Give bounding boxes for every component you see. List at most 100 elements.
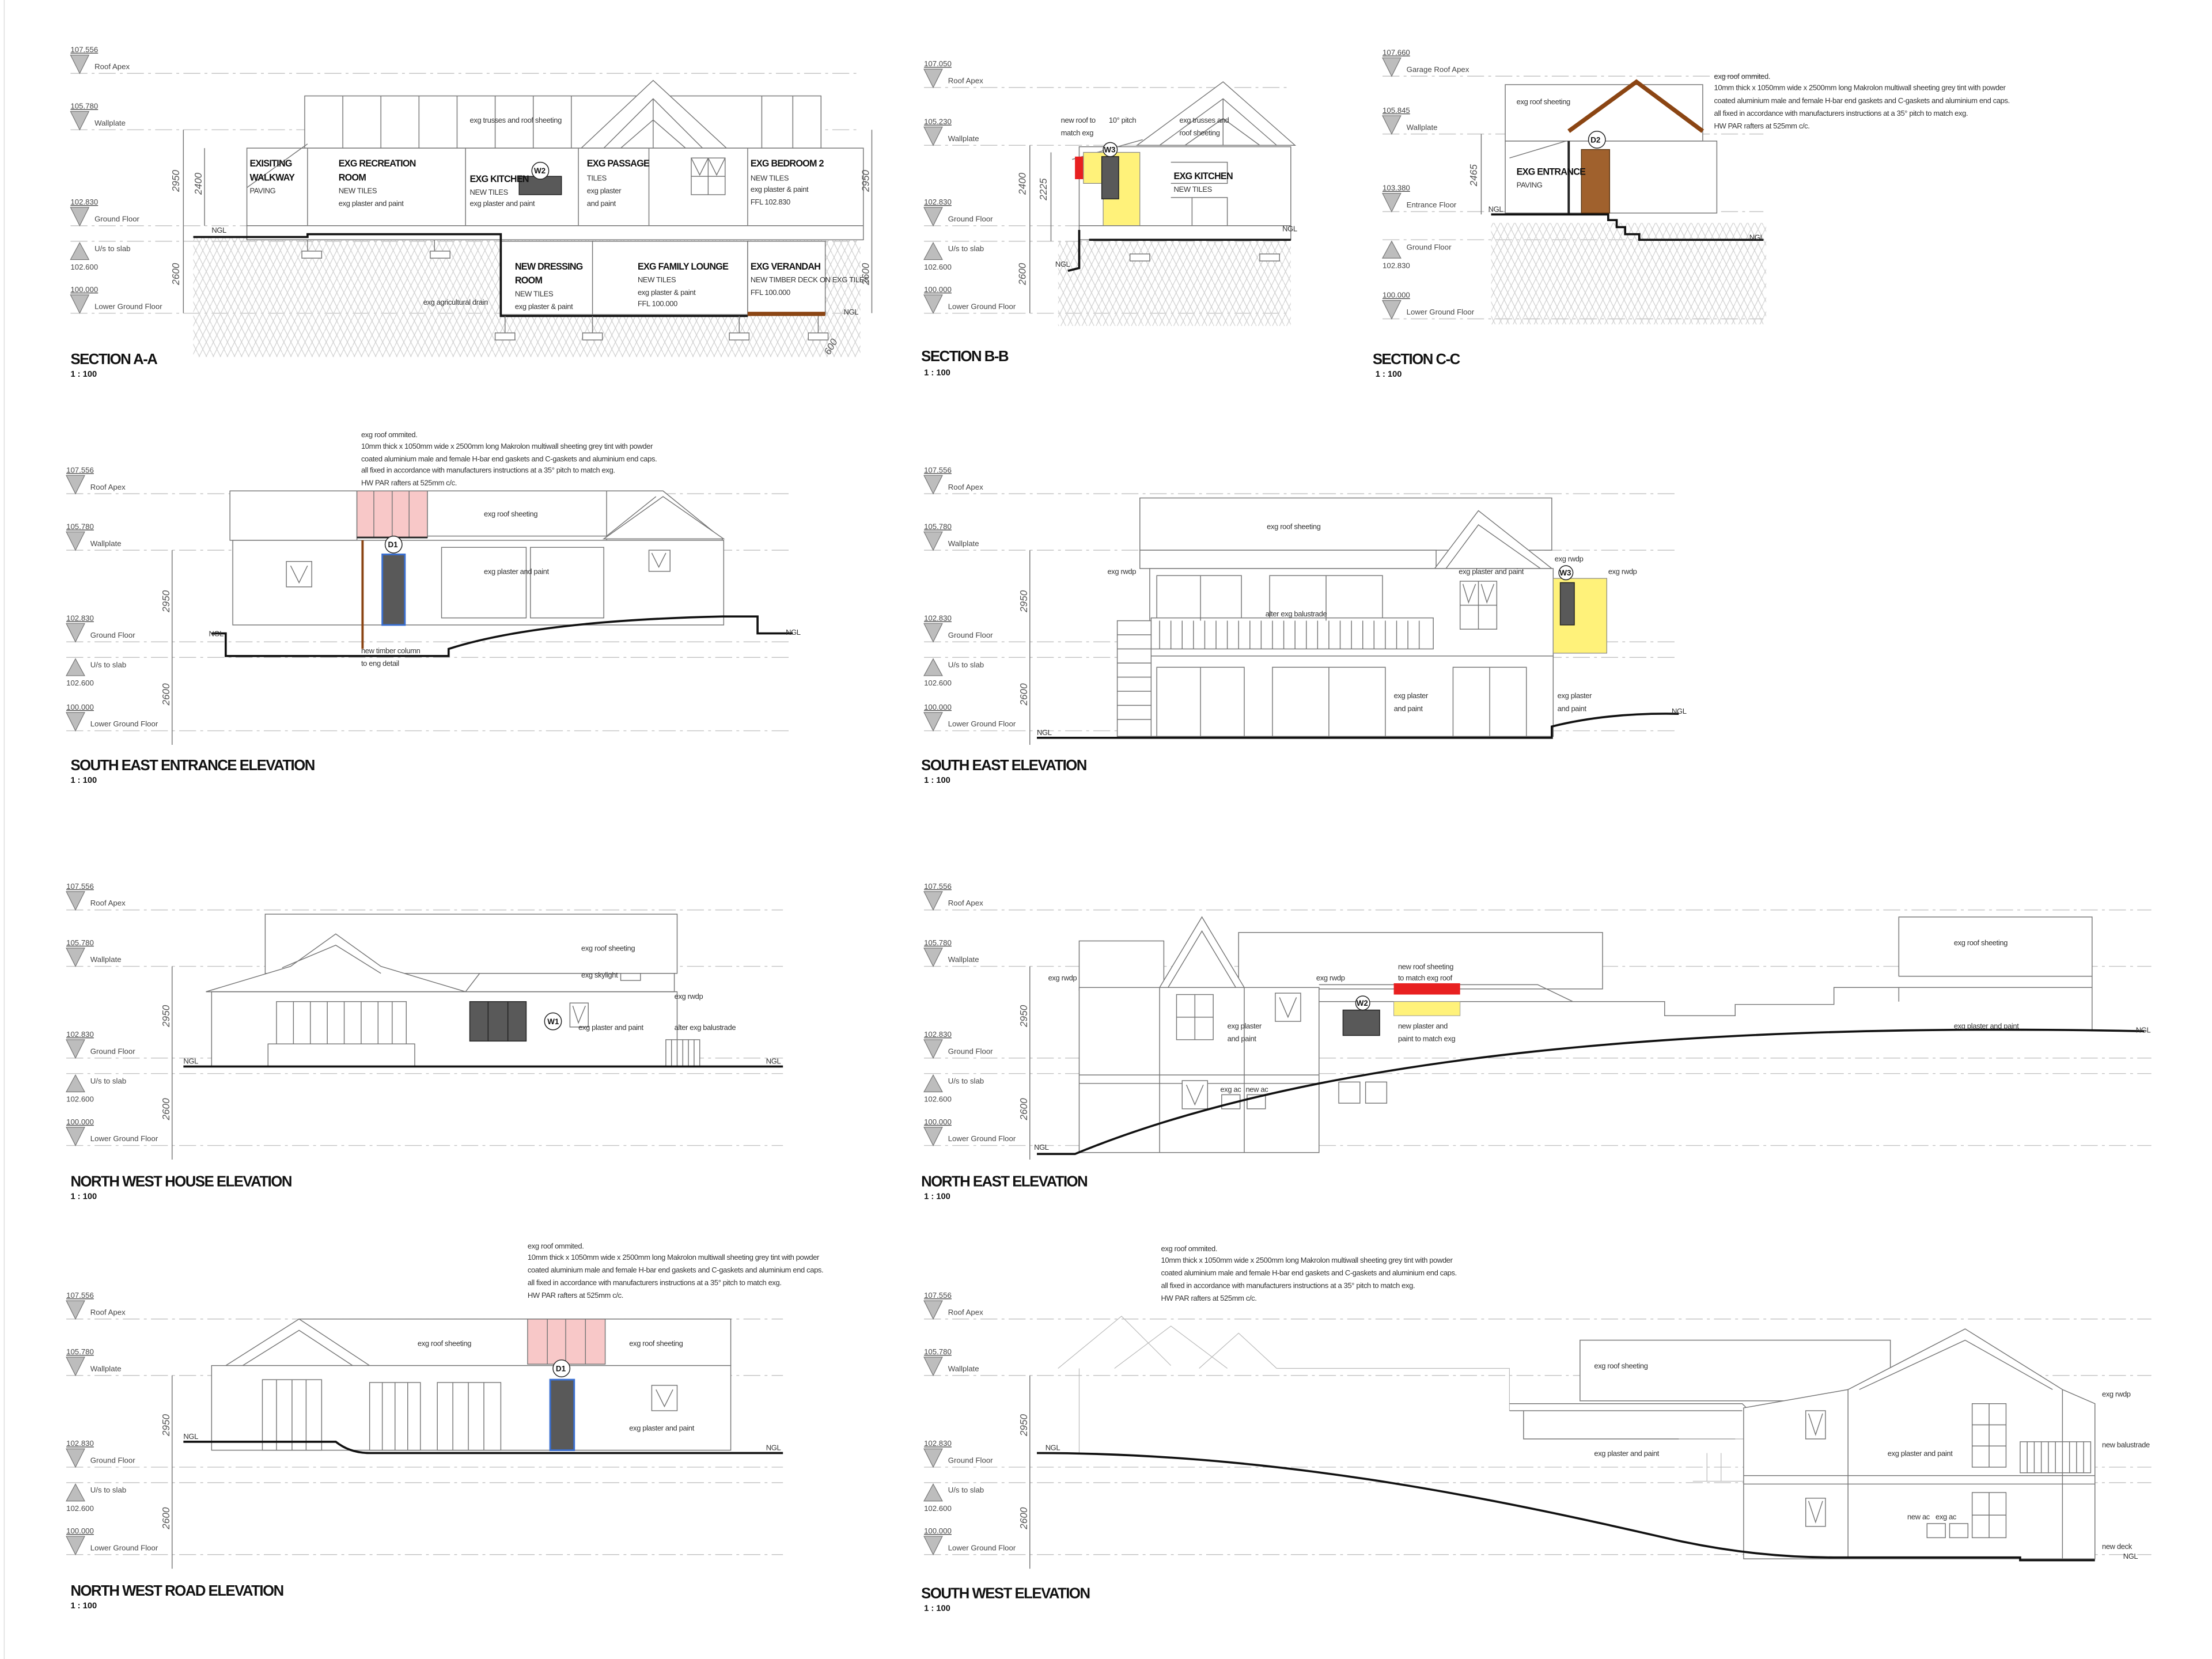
level-triangle-icon [923, 712, 943, 732]
roof-note: exg roof sheeting [1267, 522, 1320, 531]
drawing-scale: 1 : 100 [924, 1604, 950, 1613]
drawing-title: SOUTH EAST ENTRANCE ELEVATION [70, 757, 314, 774]
level-value: 107.660 [1382, 48, 1410, 57]
level-triangle-icon [923, 475, 943, 495]
rwdp-note: exg rwdp [675, 992, 703, 1001]
level-label: Roof Apex [948, 1308, 983, 1316]
new-plaster-note: paint to match exg [1398, 1034, 1456, 1043]
ac-note: exg ac [1936, 1513, 1957, 1521]
dimension: 2950 [1018, 590, 1029, 613]
level-value: 100.000 [66, 703, 94, 711]
level-label: Lower Ground Floor [90, 1134, 158, 1143]
makrolon-note: exg roof ommited. 10mm thick x 1050mm wi… [1714, 72, 2010, 130]
dimension: 2950 [1018, 1005, 1029, 1028]
window-tag-w2: W2 [534, 166, 546, 175]
window-tag-w3: W3 [1559, 569, 1571, 577]
room-note: exg plaster & paint [515, 302, 573, 310]
north-west-house-elevation: W1 exg roof sheeting exg skylight exg rw… [70, 914, 783, 1202]
ngl-label: NGL [766, 1057, 781, 1066]
ac-note: new ac [1245, 1085, 1268, 1094]
level-value: 102.830 [924, 198, 952, 206]
level-label: Ground Floor [90, 1456, 135, 1465]
level-label: Lower Ground Floor [90, 719, 158, 728]
rwdp-note: exg rwdp [1107, 567, 1136, 576]
ngl-label: NGL [211, 226, 226, 234]
level-triangle-icon [66, 1448, 85, 1468]
wall-note: exg plaster and paint [484, 567, 549, 576]
level-value: 102.600 [924, 679, 952, 687]
level-triangle-icon [1382, 115, 1402, 135]
note-line: HW PAR rafters at 525mm c/c. [1161, 1294, 1257, 1302]
level-label: Wallplate [1407, 123, 1438, 131]
level-value: 105.780 [66, 938, 94, 947]
level-label: Lower Ground Floor [948, 1134, 1016, 1143]
level-triangle-icon [66, 1536, 85, 1556]
ngl-label: NGL [1034, 1143, 1049, 1152]
level-value: 102.600 [66, 1095, 94, 1104]
level-label: Ground Floor [948, 631, 993, 639]
ac-note: new ac [1907, 1513, 1930, 1521]
drawing-scale: 1 : 100 [1376, 370, 1402, 379]
level-label: Lower Ground Floor [948, 1543, 1016, 1552]
level-label: Ground Floor [948, 1456, 993, 1465]
roof-note: exg roof sheeting [1594, 1362, 1647, 1370]
rwdp-note: exg rwdp [1048, 974, 1077, 982]
room-name: WALKWAY [249, 172, 295, 183]
level-value: 100.000 [1382, 291, 1410, 300]
window-tag-w3: W3 [1104, 145, 1115, 154]
roof-note: exg trusses and roof sheeting [470, 116, 562, 124]
drawing-scale: 1 : 100 [70, 1192, 97, 1202]
level-label: Wallplate [948, 539, 979, 548]
level-value: 107.556 [66, 1291, 94, 1300]
level-triangle-icon [1382, 57, 1402, 77]
level-value: 107.556 [66, 882, 94, 891]
balustrade-note: alter exg balustrade [675, 1023, 736, 1032]
dimension: 2400 [192, 172, 204, 195]
note-line: coated aluminium male and female H-bar e… [1714, 96, 2010, 105]
level-value: 100.000 [924, 1118, 952, 1126]
level-label: Wallplate [948, 1364, 979, 1373]
level-triangle-icon [1382, 192, 1402, 213]
dimension: 2950 [1018, 1414, 1029, 1437]
roof-note: exg roof sheeting [1517, 97, 1570, 106]
north-east-elevation: W2 exg rwdp exg rwdp new roof sheeting t… [921, 916, 2151, 1202]
rwdp-note: exg rwdp [1608, 567, 1637, 576]
level-triangle-icon [66, 1357, 85, 1377]
room-note: NEW TIMBER DECK ON EXG TILES [751, 275, 869, 284]
level-value: 100.000 [924, 1527, 952, 1535]
room-note: exg plaster & paint [638, 288, 696, 297]
wall-note: and paint [1394, 704, 1423, 713]
dimension: 2600 [1018, 1098, 1029, 1121]
north-west-road-elevation: exg roof ommited. 10mm thick x 1050mm wi… [70, 1241, 823, 1610]
ngl-label: NGL [1055, 260, 1070, 268]
dimension: 2400 [1016, 172, 1028, 195]
level-triangle-icon [923, 1483, 943, 1502]
makrolon-note: exg roof ommited. 10mm thick x 1050mm wi… [1161, 1244, 1457, 1302]
level-label: Ground Floor [90, 631, 135, 639]
ngl-label: NGL [843, 308, 858, 316]
level-value: 102.600 [924, 1504, 952, 1513]
level-label: Lower Ground Floor [94, 302, 162, 310]
wall-note: exg plaster and paint [1594, 1449, 1659, 1457]
level-triangle-icon [923, 1039, 943, 1059]
note-line: exg roof ommited. [361, 430, 418, 439]
dimension: 2950 [160, 1414, 172, 1437]
level-triangle-icon [70, 54, 90, 74]
dimension: 2600 [860, 263, 872, 286]
level-label: U/s to slab [90, 1077, 126, 1085]
section-b-b: W3 new roof to match exg 10° pitch exg t… [921, 81, 1297, 377]
level-triangle-icon [66, 948, 85, 967]
drawing-scale: 1 : 100 [924, 368, 950, 377]
level-label: Roof Apex [90, 483, 126, 491]
level-value: 103.380 [1382, 184, 1410, 192]
dimension: 2465 [1468, 164, 1479, 187]
level-triangle-icon [923, 69, 943, 89]
balustrade-note: new balustrade [2102, 1441, 2150, 1449]
level-value: 102.600 [66, 1504, 94, 1513]
level-value: 102.830 [66, 1439, 94, 1448]
makrolon-note: exg roof ommited. 10mm thick x 1050mm wi… [528, 1241, 824, 1300]
new-plaster-note: new plaster and [1398, 1021, 1448, 1030]
